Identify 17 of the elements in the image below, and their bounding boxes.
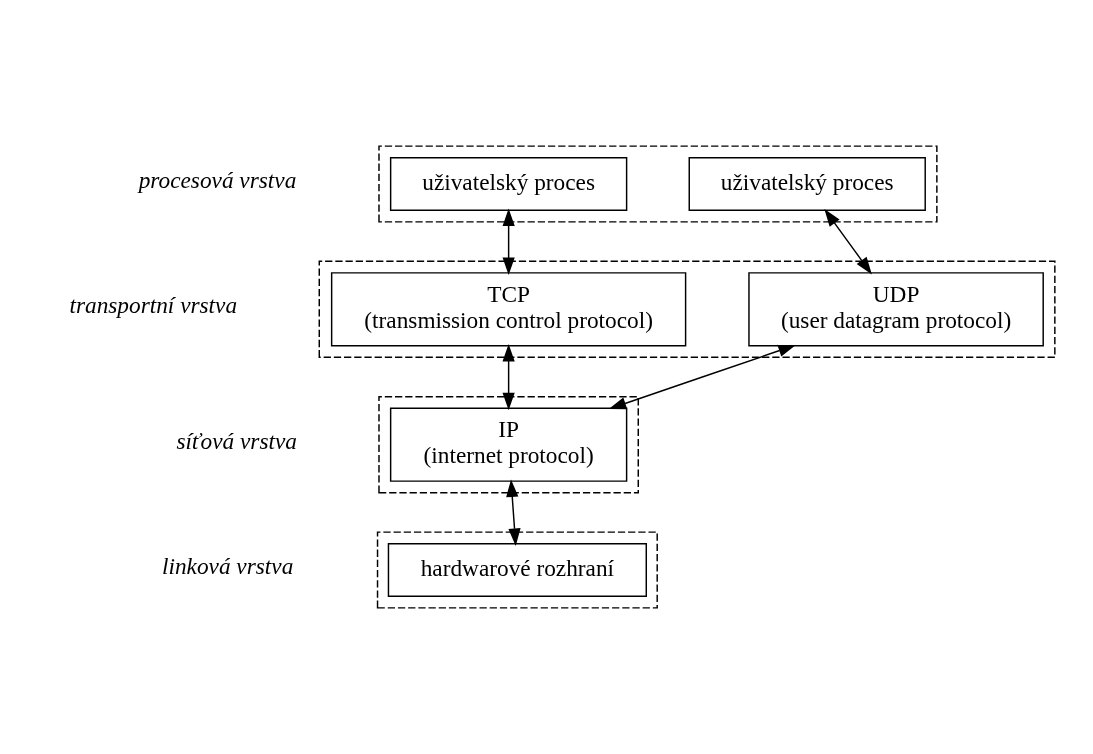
arrow: [502, 344, 515, 411]
node-label: linková vrstva: [161, 553, 294, 580]
cluster: [378, 145, 938, 223]
node-box: uživatelský proces: [389, 157, 628, 211]
node-box: TCP (transmission control protocol): [330, 272, 687, 347]
node-box: uživatelský proces: [688, 157, 926, 211]
node-label: transportní vrstva: [69, 292, 238, 319]
node-box: IP (internet protocol): [389, 407, 628, 482]
arrow: [824, 209, 872, 275]
node-label: procesová vrstva: [138, 167, 297, 194]
arrow: [506, 479, 521, 546]
node-box: hardwarové rozhraní: [387, 543, 647, 597]
arrow: [502, 208, 515, 275]
node-box: UDP (user datagram protocol): [748, 272, 1044, 347]
node-label: síťová vrstva: [176, 427, 297, 454]
arrow: [608, 344, 796, 410]
cluster: [376, 531, 658, 609]
